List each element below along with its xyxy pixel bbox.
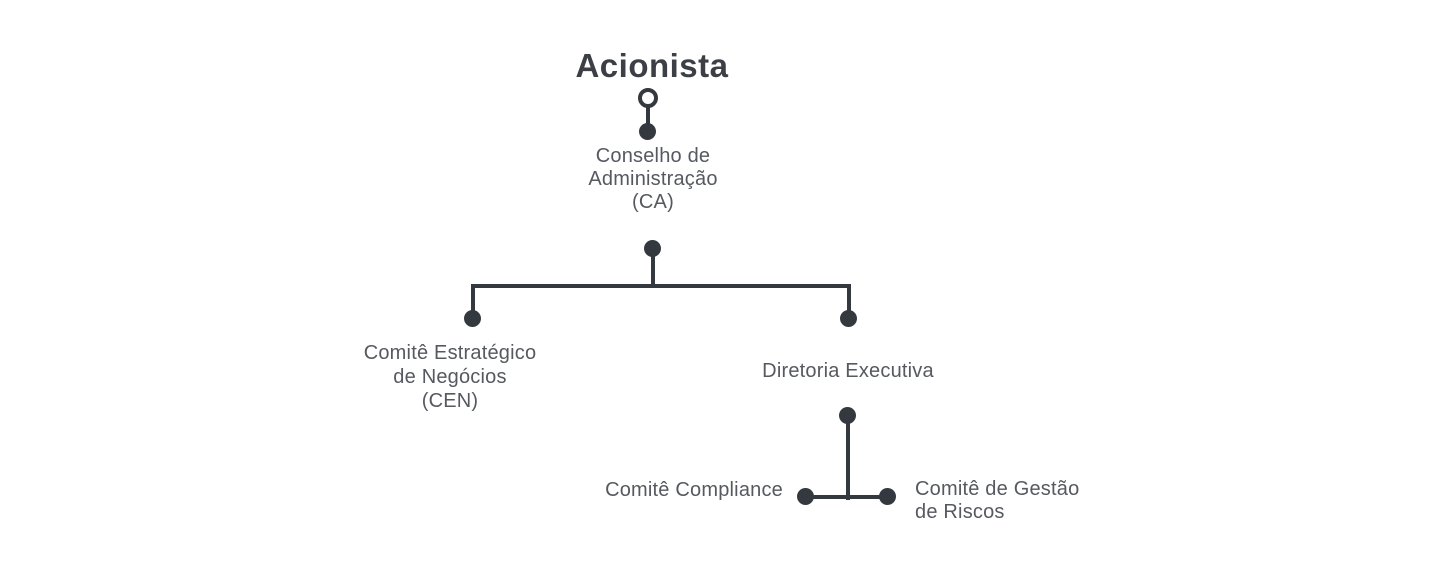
branch2-top-dot: [839, 407, 856, 424]
branch1-horizontal-line: [471, 284, 851, 288]
node-label-comite-estrategico-negocios: Comitê Estratégico de Negócios (CEN): [363, 342, 537, 412]
node-label-diretoria-executiva: Diretoria Executiva: [762, 360, 934, 382]
connector-ring-acionista: [638, 88, 658, 108]
branch1-right-dot: [840, 310, 857, 327]
branch1-stem-line: [651, 249, 655, 288]
node-label-acionista: Acionista: [575, 47, 729, 84]
branch2-right-dot: [879, 488, 896, 505]
branch2-left-dot: [797, 488, 814, 505]
branch2-stem-line: [846, 416, 850, 500]
branch1-left-dot: [464, 310, 481, 327]
node-label-comite-gestao-riscos: Comitê de Gestão de Riscos: [915, 478, 1080, 523]
branch1-left-drop-line: [471, 284, 475, 318]
connector-dot-conselho-top: [639, 123, 656, 140]
connector-line-acionista-conselho: [646, 102, 650, 132]
node-label-conselho-administracao: Conselho de Administração (CA): [588, 145, 718, 213]
branch1-right-drop-line: [847, 284, 851, 318]
branch2-horizontal-line: [805, 495, 889, 499]
node-label-comite-compliance: Comitê Compliance: [605, 479, 783, 501]
branch1-top-dot: [644, 240, 661, 257]
